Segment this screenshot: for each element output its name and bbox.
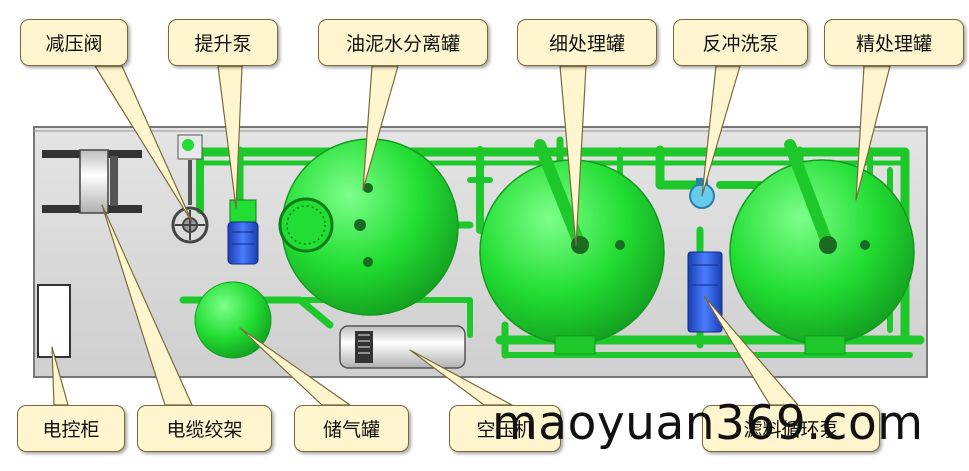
callout-backwash-pump: 反冲洗泵 — [673, 19, 808, 66]
callout-oil-sludge-tank: 油泥水分离罐 — [318, 19, 488, 66]
control-cabinet-body — [37, 284, 71, 358]
callout-filter-pump-text: 滤料循环泵 — [743, 419, 839, 441]
pressure-valve-wheel — [171, 134, 209, 244]
callout-control-cabinet-text: 电控柜 — [42, 419, 100, 441]
callout-gas-tank: 储气罐 — [294, 405, 409, 452]
callout-lift-pump: 提升泵 — [168, 19, 278, 66]
callout-pressure-valve: 减压阀 — [20, 19, 128, 66]
callout-coarse-tank: 细处理罐 — [517, 19, 657, 66]
callout-filter-pump: 滤料循环泵 — [702, 405, 880, 452]
callout-air-compressor: 空压机 — [449, 405, 561, 452]
callout-coarse-tank-text: 细处理罐 — [548, 33, 625, 55]
callout-fine-tank: 精处理罐 — [824, 19, 964, 66]
callout-control-cabinet: 电控柜 — [17, 405, 125, 452]
callout-pointers — [51, 65, 891, 406]
callout-pressure-valve-text: 减压阀 — [45, 33, 103, 55]
filter-pump-body — [687, 251, 723, 333]
air-compressor-body — [339, 325, 466, 369]
callout-gas-tank-text: 储气罐 — [322, 419, 380, 441]
fine-tank-vessel — [729, 139, 915, 355]
watermark-text: maoyuan369.com — [492, 396, 924, 451]
oil-sludge-tank-vessel — [278, 138, 459, 316]
callout-cable-winch-text: 电缆绞架 — [166, 419, 243, 441]
coarse-tank-vessel — [479, 139, 665, 355]
callout-backwash-pump-text: 反冲洗泵 — [702, 33, 779, 55]
cable-winch-drum — [42, 149, 142, 214]
callout-cable-winch: 电缆绞架 — [137, 405, 272, 452]
callout-fine-tank-text: 精处理罐 — [855, 33, 932, 55]
callout-lift-pump-text: 提升泵 — [194, 33, 252, 55]
lift-pump-body — [227, 199, 259, 265]
callout-air-compressor-text: 空压机 — [476, 419, 534, 441]
callout-oil-sludge-tank-text: 油泥水分离罐 — [345, 33, 460, 55]
